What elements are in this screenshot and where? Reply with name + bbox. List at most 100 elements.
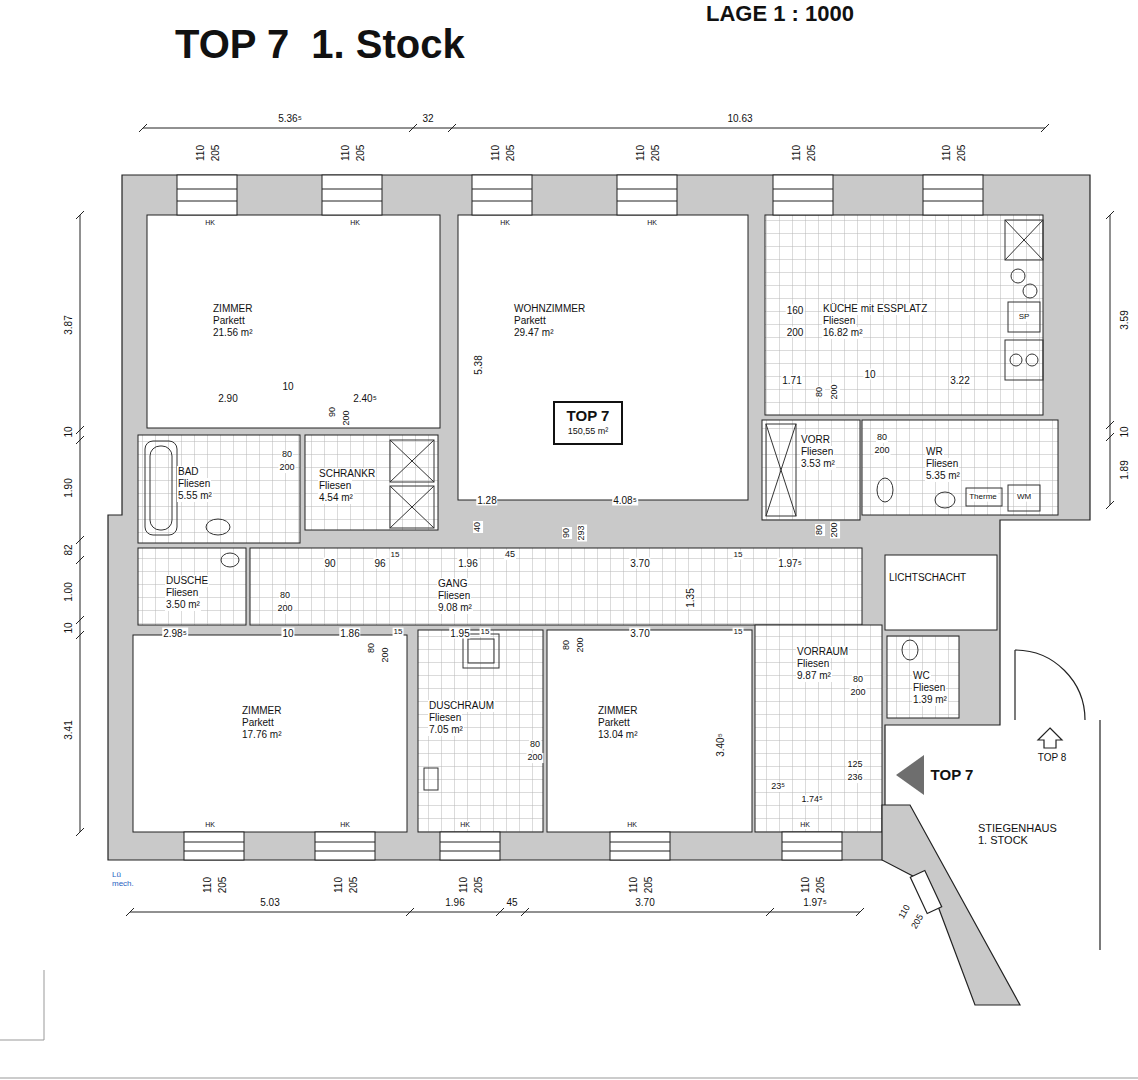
window-symbol [184,832,244,860]
room-label: SCHRANKRFliesen4.54 m² [318,468,376,504]
room-label: DUSCHEFliesen3.50 m² [165,575,209,611]
window-symbol [617,175,677,215]
fixture [463,634,499,668]
fixture [221,553,239,567]
fixture [390,440,434,482]
dimension-label: 236 [846,773,863,783]
room-floor [133,635,407,832]
dimension-label: 110 [941,144,952,162]
fixture [390,486,434,528]
dimension-label: 15 [733,628,744,637]
dimension-label: 293 [577,524,587,541]
window-symbol [773,175,833,215]
dimension-label: 205 [815,876,826,895]
fixture [1008,302,1040,332]
window-symbol [472,175,532,215]
dimension-line [1106,211,1114,509]
room-area: 7.05 m² [428,724,464,736]
room-area: 3.50 m² [165,599,201,611]
window-symbol [315,842,375,851]
dimension-label: 205 [643,876,654,895]
dimension-label: 15 [393,628,404,637]
dimension-label: 1.71 [781,375,802,386]
stair-label: STIEGENHAUS 1. STOCK [977,822,1067,846]
dimension-line [1110,215,1111,505]
room-name: SCHRANKR [318,468,376,480]
room: LICHTSCHACHT [885,555,997,630]
dimension-label: 10 [281,628,294,639]
dimension-label: 125 [846,760,863,770]
window-symbol [322,189,382,201]
floor-material: Fliesen [925,458,959,470]
radiator-label: HK [204,821,216,829]
dimension-label: 10 [63,621,74,634]
fixture [150,446,172,530]
room: WCFliesen1.39 m² [887,636,959,718]
dimension-label: 80 [852,675,864,685]
room-area: 13.04 m² [597,729,638,741]
floor-material: Fliesen [428,712,462,724]
stair-outline [1038,728,1062,748]
dimension-label: 3.87 [63,314,74,335]
fixture [902,640,918,660]
dimension-label: 90 [328,406,338,418]
dimension-label: 80 [367,642,377,654]
dimension-label: 90 [323,558,336,569]
window-symbol [610,832,670,860]
dimension-label: 80 [529,740,541,750]
window-symbol [472,189,532,201]
dimension-label: 80 [876,433,888,443]
room: DUSCHRAUMFliesen7.05 m² [418,630,543,832]
dimension-label: 90 [562,527,572,539]
dimension-label: 110 [458,876,469,894]
floor-material: Fliesen [318,480,352,492]
plan-title: TOP 7 1. Stock [175,22,465,66]
floor-material: Fliesen [822,315,856,327]
dimension-label: 15 [733,551,744,560]
fixture [424,768,438,790]
dimension-label: 160 [786,305,805,316]
fixture [206,519,230,535]
dimension-line [143,128,1045,129]
window-symbol [782,832,842,860]
fixture [1008,485,1040,511]
radiator-label: HK [349,219,361,227]
room: BADFliesen5.55 m² [138,435,300,543]
room-name: KÜCHE mit ESSPLATZ [822,303,928,315]
dimension-label: 5.38 [473,354,484,375]
dimension-label: 3.22 [949,375,970,386]
dimension-label: 1.35 [685,587,696,608]
room: DUSCHEFliesen3.50 m² [138,548,246,625]
room-name: VORRAUM [796,646,849,658]
room-floor [418,630,543,832]
dimension-label: 205 [210,144,221,163]
room-label: ZIMMERParkett21.56 m² [212,303,253,339]
dimension-label: 2.90 [217,393,238,404]
window-symbol [440,842,500,851]
dimension-label: 200 [786,327,805,338]
stair-outline [1099,720,1100,950]
dimension-line [139,124,1049,132]
unit-area: 150,55 m² [563,425,613,437]
dimension-label: 205 [473,876,484,895]
room-area: 9.87 m² [796,670,832,682]
dimension-label: 1.86 [339,628,360,639]
window-symbol [610,842,670,851]
room-name: DUSCHE [165,575,209,587]
window-symbol [782,842,842,851]
dimension-label: 1.00 [63,581,74,602]
room-label: WRFliesen5.35 m² [925,446,961,482]
stair-outline [1015,650,1085,720]
dimension-label: 80 [815,386,825,398]
dimension-label: 1.89 [1119,459,1130,480]
page-rule [0,970,44,1040]
dimension-label: 1.74⁵ [800,795,823,805]
stair-outline [1014,650,1015,720]
window-symbol [923,189,983,201]
room: GANGFliesen9.08 m² [250,548,862,625]
dimension-label: 110 [490,144,501,162]
room-label: WOHNZIMMERParkett29.47 m² [513,303,586,339]
dimension-label: 110 [800,876,811,894]
stair-outline [1015,650,1100,950]
ventilation-note: Lü mech. [111,871,143,889]
